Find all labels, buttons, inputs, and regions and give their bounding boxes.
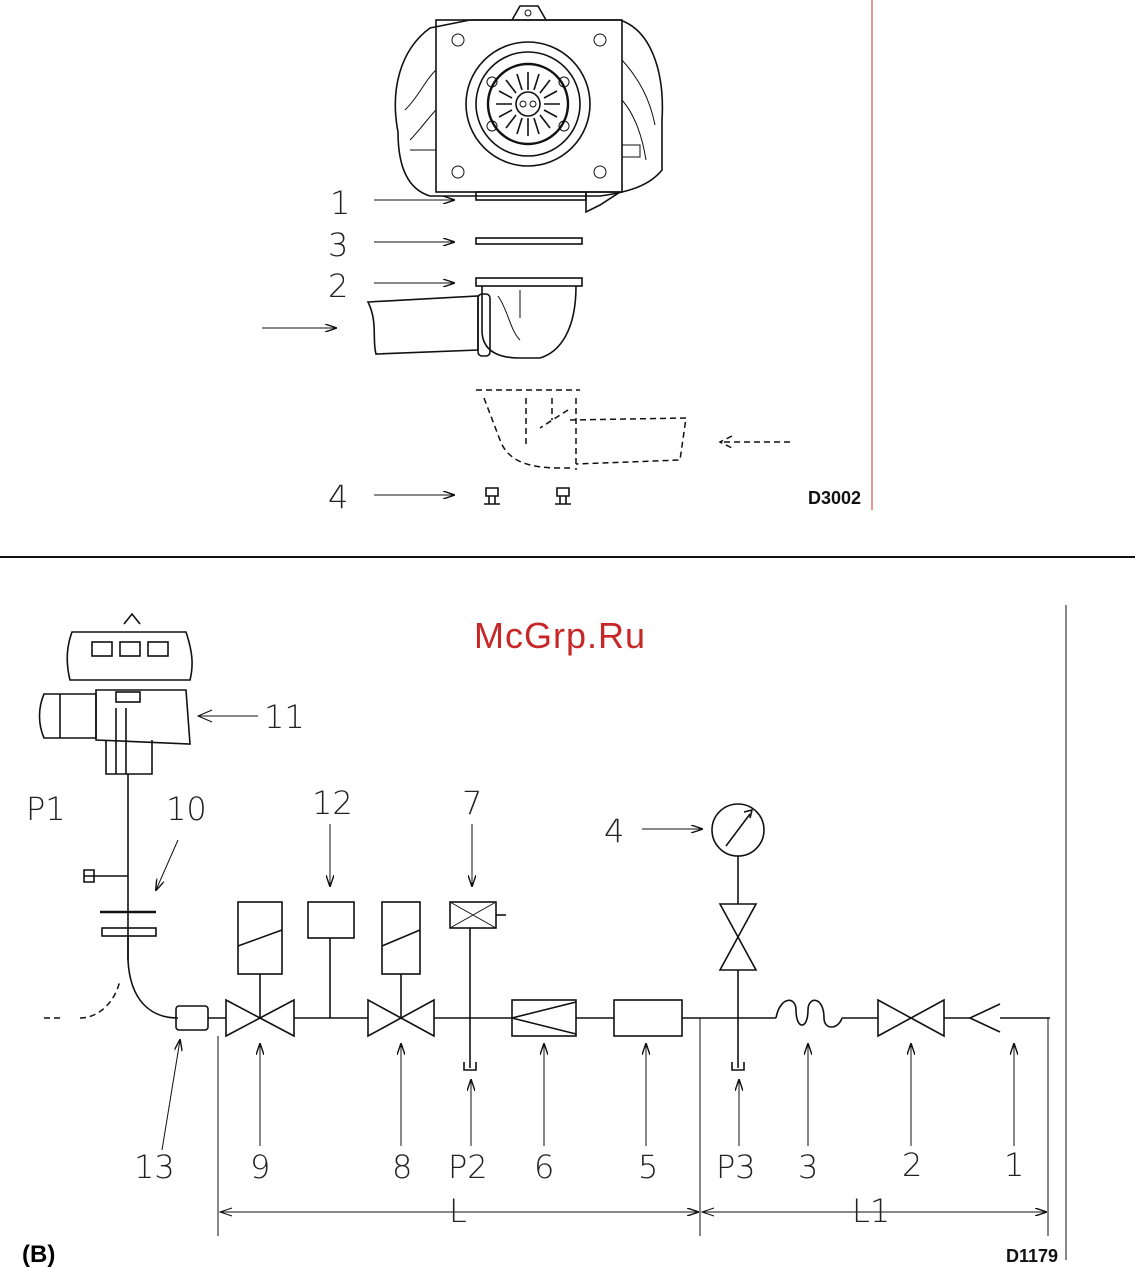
label-1: 1 [1004, 1146, 1024, 1184]
pressure-switch [308, 902, 354, 938]
label-12: 12 [312, 784, 353, 822]
manual-cock [878, 1000, 944, 1036]
arrow-13 [162, 1040, 180, 1150]
label-2: 2 [902, 1146, 922, 1184]
vent-valve-7 [450, 902, 506, 1070]
label-part-3: 3 [328, 226, 348, 264]
label-p2: P2 [448, 1148, 488, 1186]
label-part-4: 4 [328, 478, 348, 516]
gas-filter [614, 1000, 682, 1036]
pressure-gauge [712, 804, 764, 904]
label-13: 13 [134, 1148, 175, 1186]
label-8: 8 [392, 1148, 412, 1186]
pressure-point-p1 [84, 870, 128, 882]
arrow-10 [156, 840, 178, 890]
label-length-l1: L1 [852, 1192, 890, 1230]
burner-unit [40, 614, 193, 774]
gauge-valve [720, 904, 756, 970]
watermark: McGrp.Ru [474, 615, 646, 656]
label-6: 6 [534, 1148, 554, 1186]
alternate-elbow-dashed [476, 390, 790, 470]
label-part-2: 2 [328, 267, 348, 305]
gas-inlet [970, 1004, 1000, 1032]
label-3: 3 [798, 1148, 818, 1186]
fan-blades [496, 72, 560, 136]
label-7: 7 [462, 784, 482, 822]
burner-motor-housing [395, 6, 662, 212]
label-4: 4 [604, 812, 624, 850]
fitting-gasket [102, 928, 156, 936]
coupling [176, 1006, 208, 1030]
drawing-code-b: D1179 [1006, 1246, 1058, 1266]
pressure-regulator [512, 1000, 576, 1036]
anti-vibration-joint [776, 1000, 842, 1027]
exploded-view: 1 3 2 4 D3002 [262, 0, 872, 516]
label-p3: P3 [716, 1148, 756, 1186]
mounting-screws [484, 488, 571, 504]
label-9: 9 [250, 1148, 270, 1186]
drawing-code-a: D3002 [808, 488, 861, 508]
fuel-schematic: McGrp.Ru [22, 605, 1066, 1268]
solenoid-valve-9 [226, 902, 294, 1036]
label-length-l: L [449, 1192, 467, 1230]
label-10: 10 [166, 790, 207, 828]
label-5: 5 [638, 1148, 658, 1186]
label-11: 11 [264, 698, 305, 736]
air-inlet-elbow [368, 278, 582, 358]
label-p1: P1 [26, 790, 66, 828]
label-part-1: 1 [330, 184, 350, 222]
gasket [476, 238, 582, 244]
solenoid-valve-8 [368, 902, 434, 1036]
panel-label-b: (B) [22, 1241, 55, 1268]
